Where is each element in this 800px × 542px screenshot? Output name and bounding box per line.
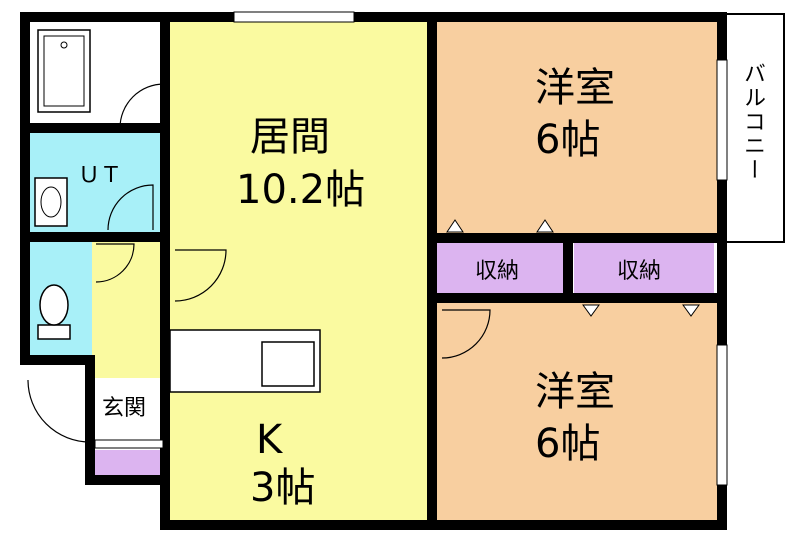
western-bottom-size: 6帖 — [535, 421, 601, 467]
storage-left-fill — [436, 240, 566, 296]
utility-label: ＵＴ — [78, 163, 123, 188]
kitchen-name: K — [256, 417, 283, 463]
living-room-name: 居間 — [250, 114, 330, 160]
bathtub — [37, 29, 91, 113]
window-top — [233, 11, 355, 23]
western-bottom-fill — [436, 300, 718, 520]
storage-right-label: 収納 — [617, 259, 662, 284]
balcony-label: バルコニー — [740, 62, 765, 182]
western-bottom-name: 洋室 — [535, 369, 615, 415]
doors — [27, 83, 491, 443]
entrance-step — [94, 439, 164, 449]
storage-right-fill — [574, 240, 714, 296]
kitchen-sink — [261, 341, 315, 387]
living-kitchen-fill — [170, 20, 432, 520]
shoe-box-fill — [95, 450, 163, 475]
toilet-tank — [37, 324, 71, 340]
window-right-top — [716, 59, 728, 181]
bath-drain-icon — [60, 41, 68, 49]
corridor-fill — [90, 240, 170, 380]
washbasin — [34, 177, 68, 227]
kitchen-size: 3帖 — [250, 465, 316, 511]
storage-left-label: 収納 — [475, 259, 520, 284]
window-right-bottom — [716, 344, 728, 486]
western-top-name: 洋室 — [535, 65, 615, 111]
bathtub-inner — [43, 35, 85, 107]
washbasin-bowl — [40, 186, 62, 218]
toilet-bowl — [39, 284, 69, 326]
closet-markers — [446, 219, 700, 317]
entrance-label: 玄関 — [102, 396, 147, 421]
living-room-size: 10.2帖 — [236, 167, 366, 213]
western-top-size: 6帖 — [535, 117, 601, 163]
western-top-fill — [436, 20, 718, 235]
